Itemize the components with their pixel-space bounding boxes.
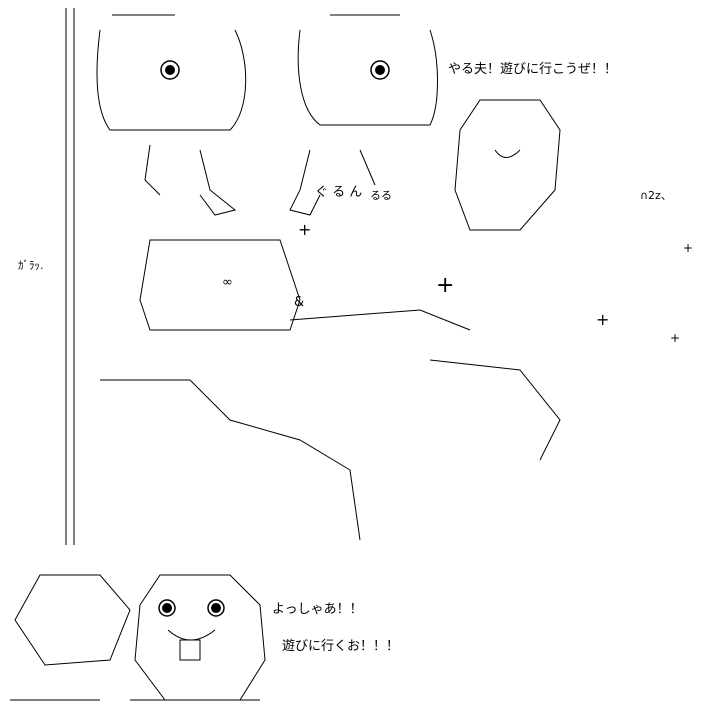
- yaruo-mouth-box: [179, 639, 201, 661]
- ampersand-glyph: &: [294, 295, 305, 310]
- yaruo-smile: [167, 629, 216, 641]
- speech-ikuo: 遊びに行くお！！！: [282, 639, 400, 654]
- blanket-right: [429, 359, 561, 461]
- sfx-ru: るる: [370, 189, 392, 202]
- char-a-body: [144, 144, 237, 216]
- infinity-glyph: ∞: [222, 275, 233, 290]
- char-a-head: [96, 29, 247, 131]
- char-b-head: [297, 29, 438, 126]
- plus-sign-4: +: [683, 241, 694, 255]
- char-b-body: [289, 149, 376, 216]
- plus-sign-1: +: [298, 220, 312, 239]
- sfx-door-open: ｶﾞﾗｯ.: [18, 259, 44, 272]
- plus-sign-3: +: [596, 310, 610, 329]
- yaruo-head: [454, 99, 561, 231]
- sfx-roll: ぐ る ん: [315, 185, 363, 200]
- lying-character-arm: [289, 309, 471, 331]
- speech-yoshya: よっしゃあ！！: [272, 602, 363, 617]
- sfx-n2z: ∩2z、: [640, 189, 672, 202]
- plus-sign-5: +: [670, 331, 681, 345]
- plus-sign-2: +: [436, 273, 455, 298]
- blanket-outline: [100, 379, 361, 541]
- bottom-char-left: [14, 574, 131, 666]
- lying-character-head: [139, 239, 301, 331]
- yaruo-mouth: [494, 149, 521, 158]
- speech-line-invite: やる夫！遊びに行こうぜ！！: [448, 62, 618, 77]
- bottom-char-yaruo: [134, 574, 266, 701]
